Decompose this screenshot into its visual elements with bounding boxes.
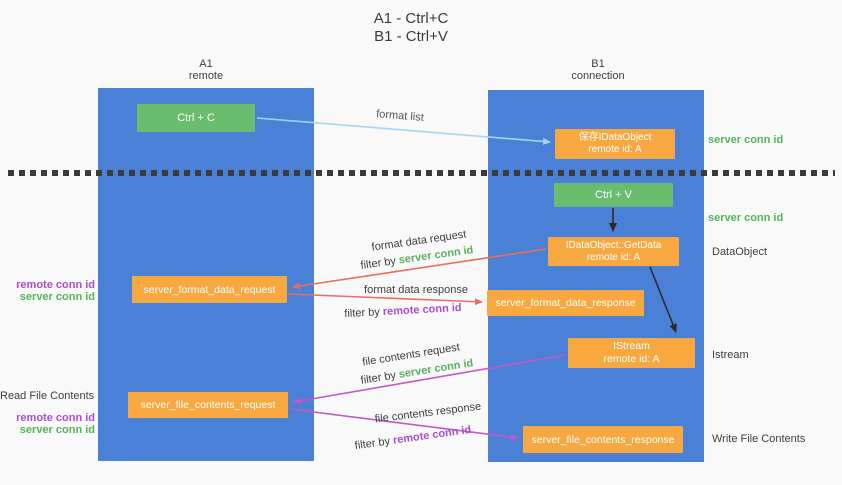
node-ctrl-v-label: Ctrl + V <box>595 189 632 201</box>
lane-b1-name: B1 <box>591 58 605 70</box>
filter-by-prefix-3: filter by <box>359 368 400 387</box>
lane-a1-subtitle: remote <box>188 70 224 82</box>
label-server-conn-id-mid: server conn id <box>708 212 784 224</box>
label-server-conn-id-2: server conn id <box>19 424 95 436</box>
filter-by-prefix-4: filter by <box>354 434 394 453</box>
node-server-format-data-request: server_format_data_request <box>132 276 287 303</box>
node-istream: IStream remote id: A <box>568 338 695 368</box>
node-ctrl-c-label: Ctrl + C <box>177 112 215 124</box>
node-idataobject-getdata: IDataObject::GetData remote id: A <box>548 237 679 266</box>
diagram-title: A1 - Ctrl+C B1 - Ctrl+V <box>331 10 491 46</box>
node-server-file-contents-response: server_file_contents_response <box>523 426 683 453</box>
lane-a1-name: A1 <box>199 58 213 70</box>
node-server-format-data-response: server_format_data_response <box>487 290 644 316</box>
label-block-format-ids: remote conn id server conn id <box>0 279 95 303</box>
label-filter-by-remote-conn-2: filter by remote conn id <box>354 424 472 452</box>
node-istream-line1: IStream <box>613 340 650 352</box>
lane-b1-subtitle: connection <box>571 70 625 82</box>
label-remote-conn-id-1: remote conn id <box>16 279 95 291</box>
label-filter-by-remote-conn-1: filter by remote conn id <box>344 302 462 320</box>
label-server-conn-id-1: server conn id <box>19 291 95 303</box>
label-remote-conn-id-2: remote conn id <box>16 412 95 424</box>
filter-by-id-4: remote conn id <box>392 423 472 447</box>
dotted-separator <box>8 170 835 176</box>
lane-header-b1: B1 connection <box>538 58 658 82</box>
label-format-list: format list <box>375 108 425 124</box>
filter-by-id-2: remote conn id <box>382 301 462 319</box>
node-format-response-label: server_format_data_response <box>495 297 636 309</box>
node-save-idataobject: 保存IDataObject remote id: A <box>555 129 675 159</box>
title-line-1: A1 - Ctrl+C <box>373 10 449 27</box>
label-dataobject: DataObject <box>712 246 768 258</box>
node-save-idataobject-line2: remote id: A <box>588 144 642 155</box>
label-block-file-ids: remote conn id server conn id <box>0 412 95 436</box>
node-ctrl-c: Ctrl + C <box>137 104 255 132</box>
label-server-conn-id-top: server conn id <box>708 134 784 146</box>
node-ctrl-v: Ctrl + V <box>554 183 673 207</box>
lane-header-a1: A1 remote <box>146 58 266 82</box>
label-istream: Istream <box>712 349 749 361</box>
node-getdata-line2: remote id: A <box>586 251 641 263</box>
node-format-request-label: server_format_data_request <box>143 283 276 296</box>
label-read-file-contents: Read File Contents <box>0 390 95 402</box>
node-file-response-label: server_file_contents_response <box>531 433 675 446</box>
filter-by-prefix-1: filter by <box>359 254 400 272</box>
label-write-file-contents: Write File Contents <box>712 433 806 445</box>
node-save-idataobject-line1: 保存IDataObject <box>578 132 652 143</box>
label-format-data-response: format data response <box>364 284 468 296</box>
title-line-2: B1 - Ctrl+V <box>374 28 448 45</box>
node-file-request-label: server_file_contents_request <box>140 399 276 411</box>
node-server-file-contents-request: server_file_contents_request <box>128 392 288 418</box>
node-istream-line2: remote id: A <box>603 353 660 365</box>
filter-by-prefix-2: filter by <box>344 306 384 321</box>
node-getdata-line1: IDataObject::GetData <box>565 239 662 251</box>
label-file-contents-response: file contents response <box>374 400 482 426</box>
